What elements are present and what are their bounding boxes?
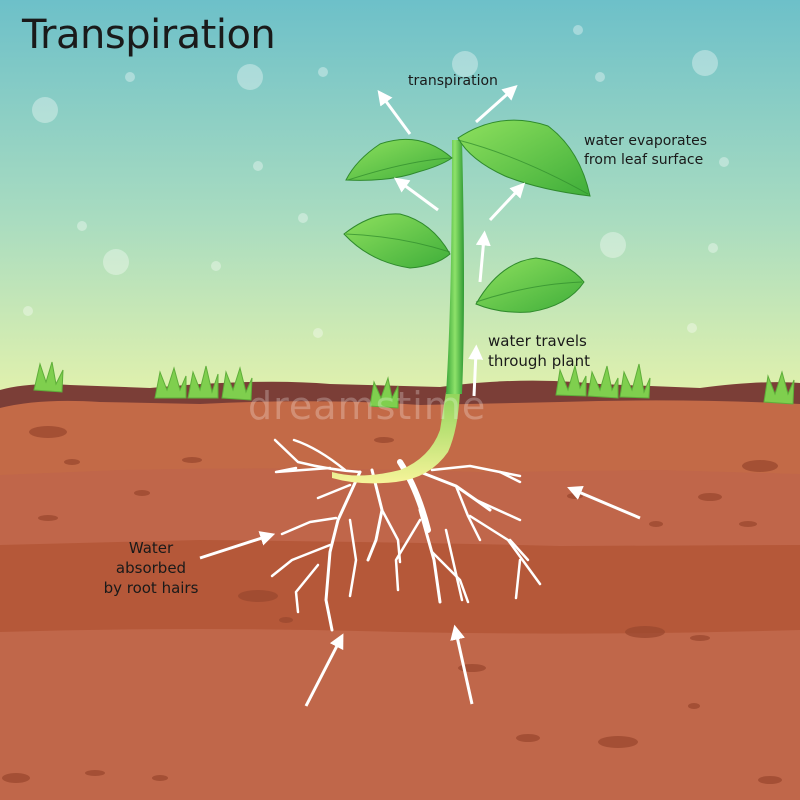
plant-base bbox=[332, 392, 460, 484]
grass-tufts bbox=[33, 361, 795, 409]
label-travels-line2: through plant bbox=[488, 352, 590, 370]
page-title: Transpiration bbox=[22, 12, 276, 58]
label-evaporates-line1: water evaporates bbox=[584, 133, 707, 149]
label-absorbed-line2: absorbed bbox=[115, 559, 187, 577]
plant-stem bbox=[446, 140, 464, 394]
arrow-roots-bottom-right bbox=[450, 624, 474, 705]
leaf-middle-left bbox=[343, 213, 451, 269]
soil-specks bbox=[2, 426, 782, 784]
soil-layer-4 bbox=[0, 629, 800, 800]
flow-arrows bbox=[199, 85, 641, 707]
arrow-leaf-left bbox=[393, 177, 439, 212]
label-absorbed-line1: Water bbox=[128, 539, 174, 557]
arrow-transpiration-right bbox=[475, 85, 518, 124]
label-travels-line1: water travels bbox=[488, 332, 587, 350]
label-transpiration: transpiration bbox=[408, 73, 498, 89]
watermark: dreamstime bbox=[248, 384, 487, 428]
air-bubbles bbox=[23, 25, 729, 338]
plant-leaves bbox=[343, 119, 591, 313]
arrow-roots-right bbox=[567, 486, 641, 520]
leaf-top-right bbox=[457, 119, 591, 197]
label-travels: water travels through plant bbox=[488, 331, 590, 371]
label-evaporates-line2: from leaf surface bbox=[584, 152, 704, 168]
arrow-stem-upper bbox=[475, 230, 491, 283]
arrow-stem-lower bbox=[468, 344, 484, 397]
sky-background bbox=[0, 0, 800, 400]
root-system bbox=[270, 438, 542, 632]
arrow-transpiration-left bbox=[377, 89, 412, 135]
arrow-roots-left bbox=[199, 531, 276, 560]
arrow-leaf-right bbox=[488, 182, 526, 222]
leaf-top-left bbox=[345, 138, 453, 181]
label-evaporates: water evaporates from leaf surface bbox=[584, 132, 707, 170]
label-absorbed: Water absorbed by root hairs bbox=[98, 538, 204, 598]
leaf-middle-right bbox=[475, 257, 585, 313]
arrow-roots-bottom-left bbox=[304, 633, 344, 707]
label-absorbed-line3: by root hairs bbox=[103, 579, 199, 597]
